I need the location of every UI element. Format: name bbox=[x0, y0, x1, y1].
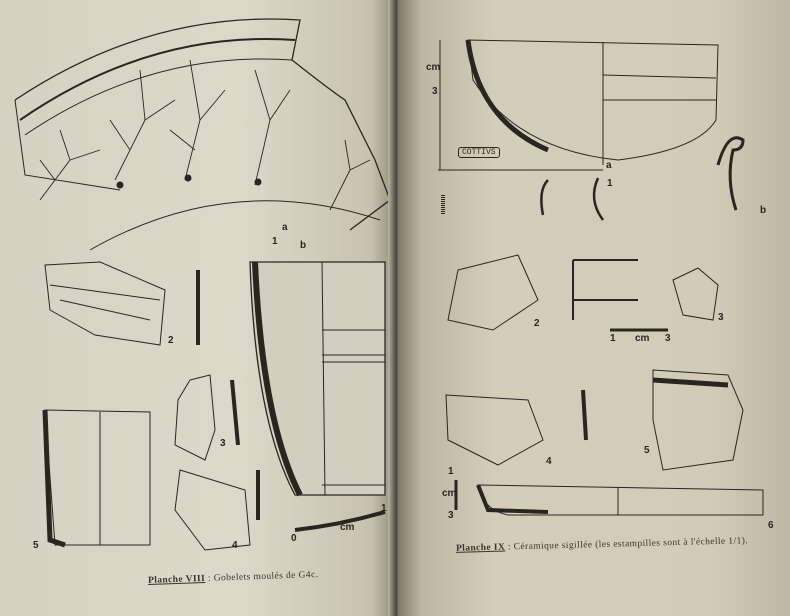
label-fig-3: 3 bbox=[220, 438, 226, 449]
sherd-3 bbox=[672, 267, 719, 321]
scale-bar bbox=[294, 510, 386, 532]
caption-title: Planche VIII bbox=[147, 573, 206, 586]
s2-scale-cm: cm bbox=[635, 333, 650, 344]
bot-scale-cm: cm bbox=[442, 488, 457, 499]
top-scale-cm: cm bbox=[426, 62, 441, 73]
label-a: a bbox=[282, 222, 288, 233]
stamp-cottivs: COTTIVS bbox=[458, 147, 500, 158]
label-fig-1: 1 bbox=[272, 236, 278, 247]
label-fig-2: 2 bbox=[534, 318, 540, 329]
label-a: a bbox=[606, 160, 612, 171]
bot-scale-3: 3 bbox=[448, 510, 454, 521]
label-fig-4: 4 bbox=[232, 540, 238, 551]
caption-title: Planche IX bbox=[455, 542, 506, 554]
label-fig-4: 4 bbox=[546, 456, 552, 467]
scale-0: 0 bbox=[291, 533, 297, 544]
s2-scale-1: 1 bbox=[610, 333, 616, 344]
scale-1: 1 bbox=[381, 503, 387, 514]
plate-6-profile bbox=[454, 480, 764, 516]
s2-scale-3: 3 bbox=[665, 333, 671, 344]
bot-scale-1: 1 bbox=[448, 466, 454, 477]
label-b: b bbox=[300, 240, 307, 251]
goblet-5 bbox=[42, 409, 151, 548]
goblet-1b-profile bbox=[249, 261, 386, 497]
sherd-5 bbox=[652, 369, 744, 471]
label-fig-3: 3 bbox=[718, 312, 724, 323]
scale-cm: cm bbox=[340, 522, 355, 533]
label-fig-2: 2 bbox=[168, 335, 174, 346]
left-page: a 1 b 2 3 4 5 0 cm 1 Planche VIII : Gobe… bbox=[0, 0, 398, 616]
label-fig-6: 6 bbox=[768, 520, 774, 531]
sherd-2 bbox=[44, 261, 200, 346]
label-b: b bbox=[760, 205, 767, 216]
sherd-4 bbox=[174, 469, 260, 551]
sherd-4 bbox=[445, 389, 588, 466]
label-fig-5: 5 bbox=[33, 540, 39, 551]
right-page: cm 3 COTTIVS a 1 b 2 1 cm 3 3 4 5 1 cm 3… bbox=[398, 0, 790, 616]
plate-ix-drawings bbox=[438, 39, 764, 516]
label-fig-5: 5 bbox=[644, 445, 650, 456]
label-fig-1: 1 bbox=[607, 178, 613, 189]
goblet-1a-frieze bbox=[14, 18, 391, 251]
sherd-2 bbox=[447, 254, 668, 332]
plate-viii-drawings bbox=[14, 18, 391, 551]
top-scale-3: 3 bbox=[432, 86, 438, 97]
bowl-1 bbox=[438, 39, 745, 221]
sherd-3 bbox=[174, 374, 240, 461]
